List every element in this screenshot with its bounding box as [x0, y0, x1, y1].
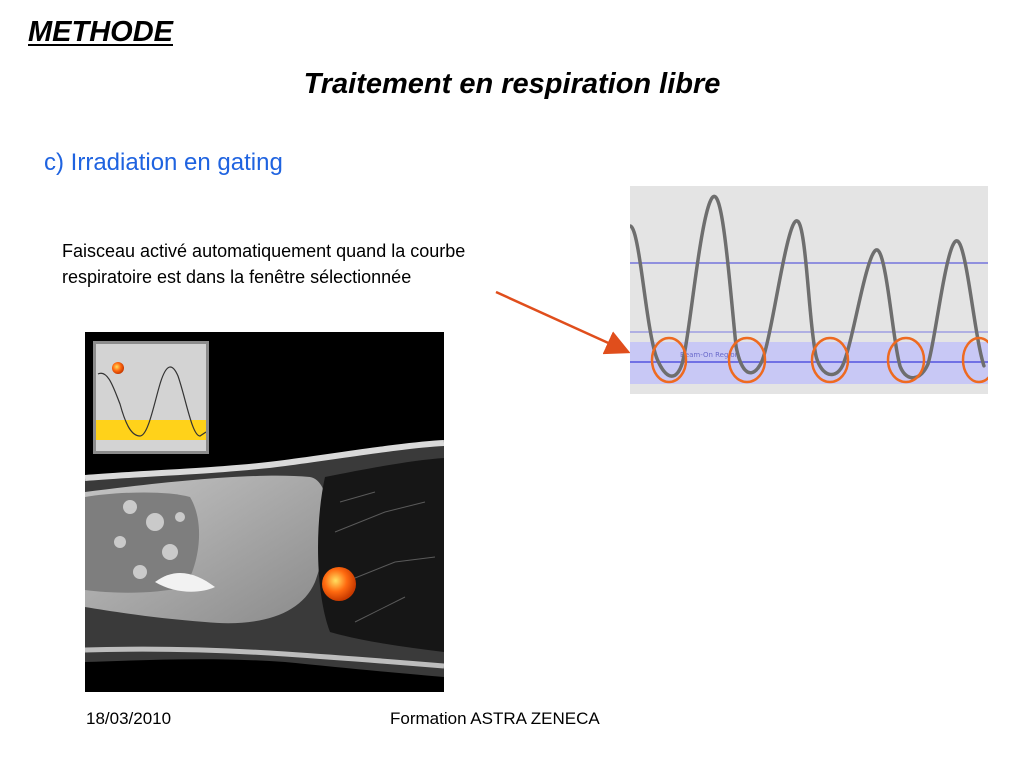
mri-image	[85, 332, 444, 692]
beam-region-label: Beam-On Region	[680, 351, 739, 359]
footer-date: 18/03/2010	[86, 709, 172, 728]
inset-tumor-marker	[112, 362, 124, 374]
gating-inset	[93, 341, 209, 454]
gating-circle-3	[810, 336, 850, 384]
pointer-arrow	[495, 290, 631, 355]
gating-circle-5	[961, 336, 988, 384]
inset-gating-band	[96, 420, 206, 440]
mri-scan	[85, 440, 444, 677]
respiratory-curve-chart: Beam-On Region	[630, 186, 988, 394]
gating-circles	[650, 336, 988, 384]
gating-circle-4	[886, 336, 926, 384]
gating-circle-1	[650, 336, 688, 384]
description-text: Faisceau activé automatiquement quand la…	[62, 238, 602, 290]
description-line-1: Faisceau activé automatiquement quand la…	[62, 241, 466, 261]
respiratory-curve	[630, 194, 986, 380]
gating-circle-2	[727, 336, 767, 384]
slide-title: Traitement en respiration libre	[303, 68, 721, 100]
footer-organization: Formation ASTRA ZENECA	[390, 709, 600, 728]
inset-respiratory-curve	[96, 362, 206, 440]
section-heading: METHODE	[28, 16, 173, 48]
description-line-2: respiratoire est dans la fenêtre sélecti…	[62, 267, 412, 287]
subtitle: c) Irradiation en gating	[44, 149, 283, 176]
tumor-marker	[322, 567, 356, 601]
